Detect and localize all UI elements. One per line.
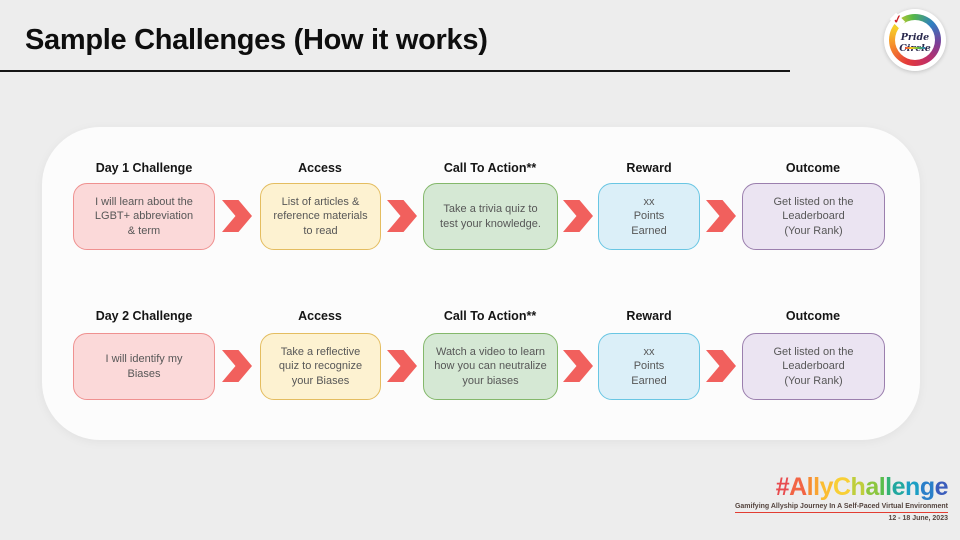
column-header-reward: Reward bbox=[626, 309, 672, 323]
column-header-access: Access bbox=[298, 161, 342, 175]
column-header-outcome: Outcome bbox=[785, 161, 841, 175]
logo-brand-text: Pride Circle bbox=[899, 32, 931, 54]
outcome-box-day2: Get listed on the Leaderboard (Your Rank… bbox=[742, 333, 885, 400]
hashtag-allychallenge: #AllyChallenge bbox=[775, 473, 949, 501]
challenge-box-day2: I will identify my Biases bbox=[73, 333, 215, 400]
call-to-action-box-day1: Take a trivia quiz to test your knowledg… bbox=[423, 183, 558, 250]
outcome-box-day1: Get listed on the Leaderboard (Your Rank… bbox=[742, 183, 885, 250]
reward-box-day1: xx Points Earned bbox=[598, 183, 700, 250]
column-header-day2-challenge: Day 2 Challenge bbox=[95, 309, 193, 323]
access-box-day1: List of articles & reference materials t… bbox=[260, 183, 381, 250]
column-header-call-to-action: Call To Action** bbox=[443, 161, 537, 175]
event-date: 12 - 18 June, 2023 bbox=[888, 515, 948, 522]
pride-circle-logo: ✓ Pride Circle bbox=[884, 9, 946, 71]
column-header-outcome: Outcome bbox=[785, 309, 841, 323]
check-icon: ✓ bbox=[891, 13, 904, 27]
reward-box-day2: xx Points Earned bbox=[598, 333, 700, 400]
access-box-day2: Take a reflective quiz to recognize your… bbox=[260, 333, 381, 400]
event-tagline: Gamifying Allyship Journey In A Self-Pac… bbox=[734, 503, 948, 513]
title-divider bbox=[0, 70, 790, 72]
column-header-access: Access bbox=[298, 309, 342, 323]
column-header-call-to-action: Call To Action** bbox=[443, 309, 537, 323]
rainbow-dashes-icon bbox=[905, 47, 925, 49]
column-header-reward: Reward bbox=[626, 161, 672, 175]
page-title: Sample Challenges (How it works) bbox=[25, 24, 488, 56]
call-to-action-box-day2: Watch a video to learn how you can neutr… bbox=[423, 333, 558, 400]
challenge-box-day1: I will learn about the LGBT+ abbreviatio… bbox=[73, 183, 215, 250]
column-header-day1-challenge: Day 1 Challenge bbox=[95, 161, 193, 175]
